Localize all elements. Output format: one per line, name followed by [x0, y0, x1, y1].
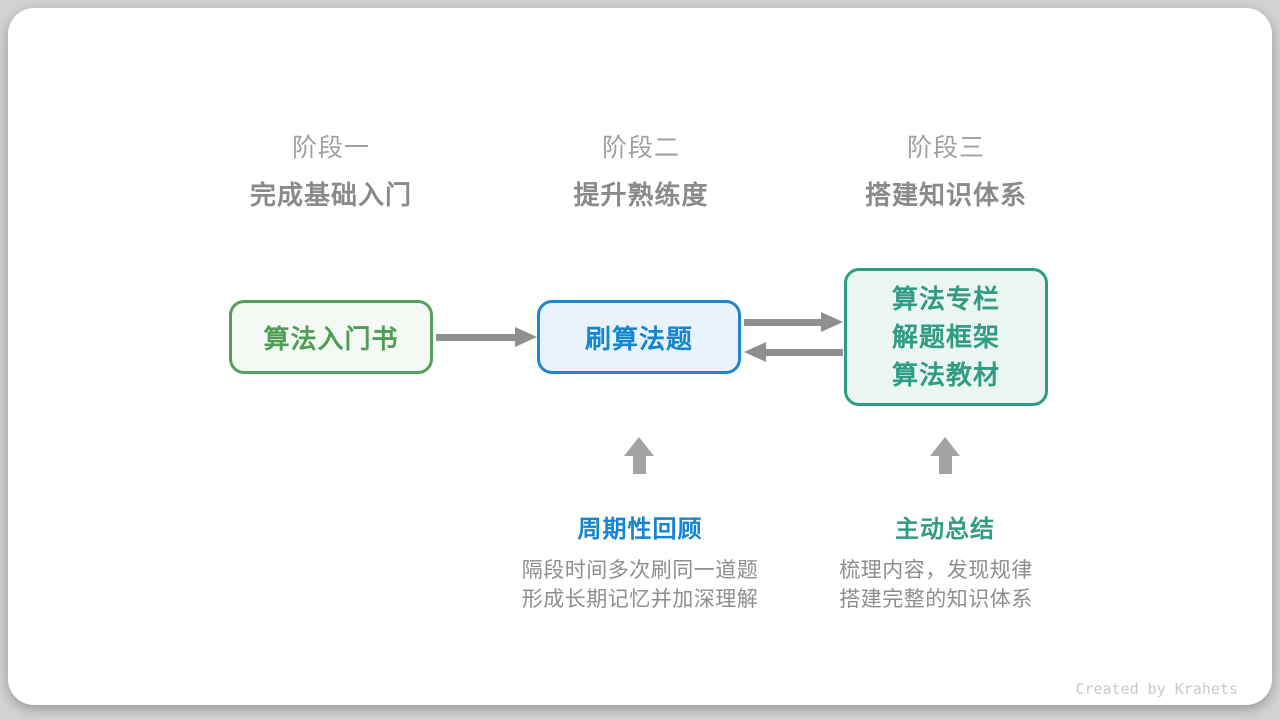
stage-3-header: 阶段三 [907, 128, 985, 164]
arrow-stem [938, 456, 952, 474]
arrow-right-icon [436, 327, 537, 347]
review-annotation-title-wrap: 周期性回顾 [578, 509, 703, 544]
arrow-right-icon [744, 312, 843, 332]
box-knowledge-line-2: 解题框架 [891, 322, 1000, 352]
summary-annotation-title: 主动总结 [895, 516, 995, 543]
stage-1-header: 阶段一 [292, 128, 370, 164]
box-intro-book: 算法入门书 [229, 300, 433, 374]
summary-desc-line-1: 梳理内容，发现规律 [839, 559, 1033, 582]
summary-desc-line-2: 搭建完整的知识体系 [839, 588, 1033, 611]
arrow-left-icon [744, 342, 843, 362]
stage-3-subtitle-wrap: 搭建知识体系 [865, 175, 1027, 212]
arrow-head-right [515, 327, 537, 347]
arrow-head-right [821, 312, 843, 332]
box-knowledge-sources: 算法专栏 解题框架 算法教材 [844, 268, 1048, 406]
review-annotation-desc: 隔段时间多次刷同一道题 形成长期记忆并加深理解 [522, 556, 759, 614]
stage-1-subtitle: 完成基础入门 [249, 180, 413, 210]
arrow-head-up [930, 437, 960, 456]
watermark-credit: Created by Krahets [1075, 680, 1238, 698]
stage-3-label: 阶段三 [906, 134, 986, 162]
stage-2-header: 阶段二 [602, 128, 680, 164]
box-knowledge-line-3: 算法教材 [891, 360, 1000, 390]
arrow-head-up [624, 437, 654, 456]
arrow-up-icon [930, 437, 960, 474]
summary-annotation-title-wrap: 主动总结 [895, 509, 995, 544]
box-practice-problems-label: 刷算法题 [584, 323, 693, 354]
box-intro-book-label: 算法入门书 [263, 323, 399, 354]
stage-2-subtitle: 提升熟练度 [573, 180, 709, 210]
review-desc-line-1: 隔段时间多次刷同一道题 [521, 559, 759, 582]
arrow-stem [744, 318, 821, 326]
stage-1-label: 阶段一 [291, 134, 371, 162]
stage-2-label: 阶段二 [601, 134, 681, 162]
arrow-stem [766, 348, 843, 356]
stage-3-subtitle: 搭建知识体系 [864, 180, 1028, 210]
review-annotation-title: 周期性回顾 [577, 516, 703, 543]
arrow-head-left [744, 342, 766, 362]
arrow-up-icon [624, 437, 654, 474]
box-practice-problems: 刷算法题 [537, 300, 741, 374]
review-desc-line-2: 形成长期记忆并加深理解 [521, 588, 759, 611]
box-knowledge-line-1: 算法专栏 [891, 284, 1000, 314]
arrow-stem [436, 333, 515, 341]
arrow-stem [632, 456, 646, 474]
summary-annotation-desc: 梳理内容，发现规律 搭建完整的知识体系 [839, 556, 1033, 614]
stage-2-subtitle-wrap: 提升熟练度 [573, 175, 708, 212]
stage-1-subtitle-wrap: 完成基础入门 [250, 175, 412, 212]
